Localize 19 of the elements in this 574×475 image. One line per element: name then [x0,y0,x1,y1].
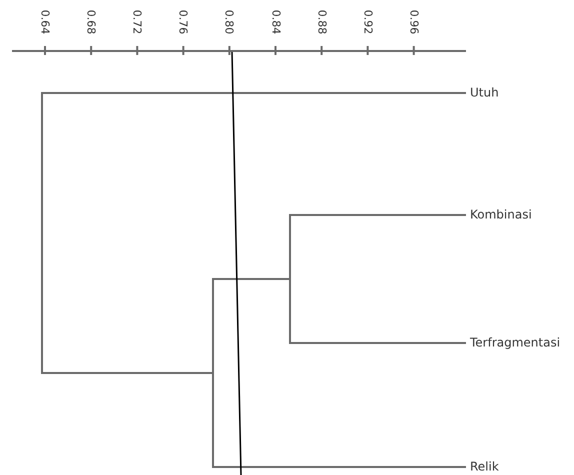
axis-tick-label: 0.84 [270,10,281,34]
axis-tick-label: 0.68 [86,10,97,34]
dendrogram-branch [212,466,466,468]
leaf-label: Relik [470,460,499,474]
axis-tick-label: 0.64 [40,10,50,34]
leaf-label: Utuh [470,86,499,100]
axis-tick-label: 0.80 [224,10,235,34]
dendrogram-branch [212,278,290,280]
dendrogram-branch [41,372,213,374]
leaf-label: Kombinasi [470,208,532,222]
axis-tick-label: 0.96 [408,10,420,34]
axis-tick-label: 0.88 [316,10,328,34]
axis-tick-label: 0.92 [362,10,374,34]
axis-tick-label: 0.76 [178,10,189,34]
dendrogram-branch [289,214,466,216]
dendrogram-branch [41,92,466,94]
axis-tick-label: 0.72 [132,10,143,34]
dendrogram-branch [289,342,466,344]
leaf-label: Terfragmentasi [470,336,560,350]
